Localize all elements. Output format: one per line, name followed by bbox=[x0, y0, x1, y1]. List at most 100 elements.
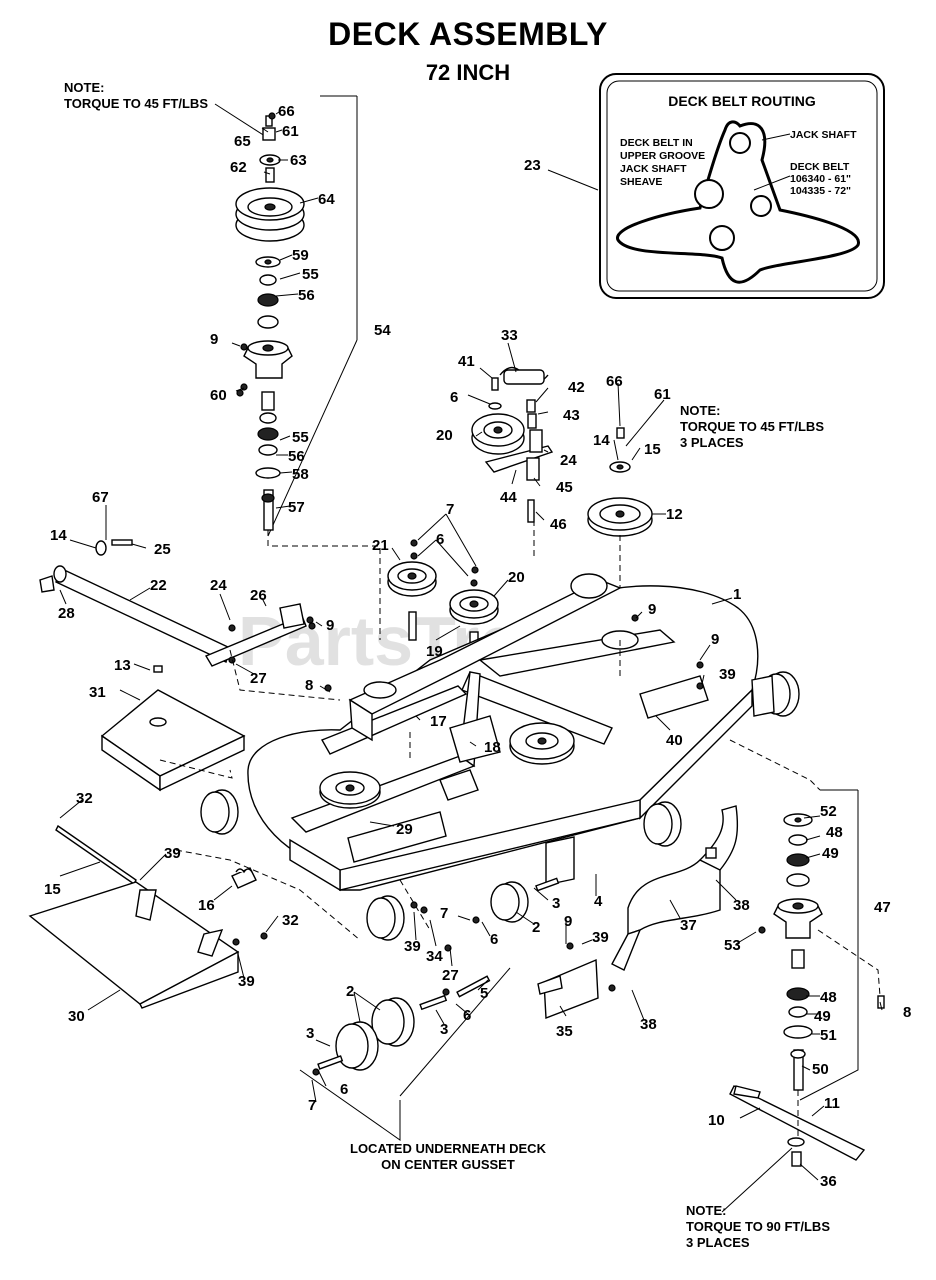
callout-20-mid: 20 bbox=[508, 569, 525, 586]
callout-14-right: 14 bbox=[593, 432, 610, 449]
callout-48: 48 bbox=[826, 824, 843, 841]
callout-6-wheel: 6 bbox=[463, 1007, 471, 1024]
callout-54: 54 bbox=[374, 322, 391, 339]
callout-23: 23 bbox=[524, 157, 541, 174]
right-pulley bbox=[587, 427, 653, 620]
callout-18: 18 bbox=[484, 739, 501, 756]
callout-52: 52 bbox=[820, 803, 837, 820]
callout-34: 34 bbox=[426, 948, 443, 965]
callout-47: 47 bbox=[874, 899, 891, 916]
routing-title: DECK BELT ROUTING bbox=[668, 93, 816, 109]
callout-64: 64 bbox=[318, 191, 335, 208]
callout-30: 30 bbox=[68, 1008, 85, 1025]
spring-bracket bbox=[231, 867, 257, 889]
callout-49-lower: 49 bbox=[814, 1008, 831, 1025]
callout-37: 37 bbox=[680, 917, 697, 934]
left-spindle-stack bbox=[214, 95, 381, 640]
callout-17: 17 bbox=[430, 713, 447, 730]
callout-43: 43 bbox=[563, 407, 580, 424]
callout-38-lower: 38 bbox=[640, 1016, 657, 1033]
callout-8-deck: 8 bbox=[305, 677, 313, 694]
note-torque-90-bottom-right: NOTE: TORQUE TO 90 FT/LBS 3 PLACES bbox=[686, 1203, 830, 1250]
gauge-wheels bbox=[312, 877, 560, 1076]
callout-33: 33 bbox=[501, 327, 518, 344]
callout-44: 44 bbox=[500, 489, 517, 506]
callout-25: 25 bbox=[154, 541, 171, 558]
page-title: DECK ASSEMBLY bbox=[328, 16, 608, 52]
callout-57: 57 bbox=[288, 499, 305, 516]
callout-66-right: 66 bbox=[606, 373, 623, 390]
callout-20: 20 bbox=[436, 427, 453, 444]
discharge-deflector bbox=[611, 805, 739, 971]
callout-labels: 1 2 2 3 3 3 4 5 6 6 6 6 6 7 7 7 8 8 9 9 … bbox=[44, 103, 911, 1190]
callout-49: 49 bbox=[822, 845, 839, 862]
callout-24: 24 bbox=[210, 577, 227, 594]
mower-blade bbox=[729, 1085, 866, 1167]
callout-4: 4 bbox=[594, 893, 603, 910]
callout-35: 35 bbox=[556, 1023, 573, 1040]
callout-39-deck: 39 bbox=[404, 938, 421, 955]
callout-56-top: 56 bbox=[298, 287, 315, 304]
callout-42: 42 bbox=[568, 379, 585, 396]
callout-22: 22 bbox=[150, 577, 167, 594]
callout-41: 41 bbox=[458, 353, 475, 370]
callout-3-lower: 3 bbox=[306, 1025, 314, 1042]
routing-jack-shaft-label: JACK SHAFT bbox=[790, 129, 857, 141]
callout-62: 62 bbox=[230, 159, 247, 176]
center-idler-stack bbox=[471, 366, 554, 560]
callout-59: 59 bbox=[292, 247, 309, 264]
callout-45: 45 bbox=[556, 479, 573, 496]
callout-6-mid: 6 bbox=[436, 531, 444, 548]
note-underneath-deck: LOCATED UNDERNEATH DECK ON CENTER GUSSET bbox=[350, 1141, 546, 1172]
callout-2-lower: 2 bbox=[346, 983, 354, 1000]
callout-46: 46 bbox=[550, 516, 567, 533]
callout-48-lower: 48 bbox=[820, 989, 837, 1006]
callout-6-deck: 6 bbox=[490, 931, 498, 948]
callout-21: 21 bbox=[372, 537, 389, 554]
callout-9-right: 9 bbox=[711, 631, 719, 648]
belt-routing-box: DECK BELT ROUTING JACK SHAFT DECK BELT I… bbox=[599, 73, 885, 299]
callout-65: 65 bbox=[234, 133, 251, 150]
callout-27-deck: 27 bbox=[442, 967, 459, 984]
callout-39-shield: 39 bbox=[238, 973, 255, 990]
callout-12: 12 bbox=[666, 506, 683, 523]
callout-31: 31 bbox=[89, 684, 106, 701]
callout-9-deck: 9 bbox=[648, 601, 656, 618]
callout-16: 16 bbox=[198, 897, 215, 914]
callout-39: 39 bbox=[164, 845, 181, 862]
callout-55: 55 bbox=[292, 429, 309, 446]
callout-58: 58 bbox=[292, 466, 309, 483]
callout-56: 56 bbox=[288, 448, 305, 465]
callout-61: 61 bbox=[282, 123, 299, 140]
callout-40: 40 bbox=[666, 732, 683, 749]
callout-9-bar: 9 bbox=[326, 617, 334, 634]
note-torque-45-top-left: NOTE: TORQUE TO 45 FT/LBS bbox=[64, 80, 208, 111]
callout-36: 36 bbox=[820, 1173, 837, 1190]
callout-67: 67 bbox=[92, 489, 109, 506]
callout-32: 32 bbox=[76, 790, 93, 807]
callout-13: 13 bbox=[114, 657, 131, 674]
callout-61-right: 61 bbox=[654, 386, 671, 403]
note-torque-45-right: NOTE: TORQUE TO 45 FT/LBS 3 PLACES bbox=[680, 403, 824, 450]
callout-5: 5 bbox=[480, 985, 488, 1002]
deck-shell bbox=[200, 573, 800, 941]
callout-50: 50 bbox=[812, 1061, 829, 1078]
callout-24-mid: 24 bbox=[560, 452, 577, 469]
callout-63: 63 bbox=[290, 152, 307, 169]
callout-60: 60 bbox=[210, 387, 227, 404]
callout-2: 2 bbox=[532, 919, 540, 936]
belt-cover bbox=[100, 665, 246, 792]
callout-3: 3 bbox=[552, 895, 560, 912]
callout-7: 7 bbox=[446, 501, 454, 518]
bar-assembly bbox=[39, 539, 314, 667]
right-spindle-stack bbox=[729, 739, 885, 1101]
callout-39-gusset: 39 bbox=[592, 929, 609, 946]
callout-55-top: 55 bbox=[302, 266, 319, 283]
callout-1: 1 bbox=[733, 586, 741, 603]
callout-7-lower: 7 bbox=[308, 1097, 316, 1114]
callout-51: 51 bbox=[820, 1027, 837, 1044]
callout-8: 8 bbox=[903, 1004, 911, 1021]
